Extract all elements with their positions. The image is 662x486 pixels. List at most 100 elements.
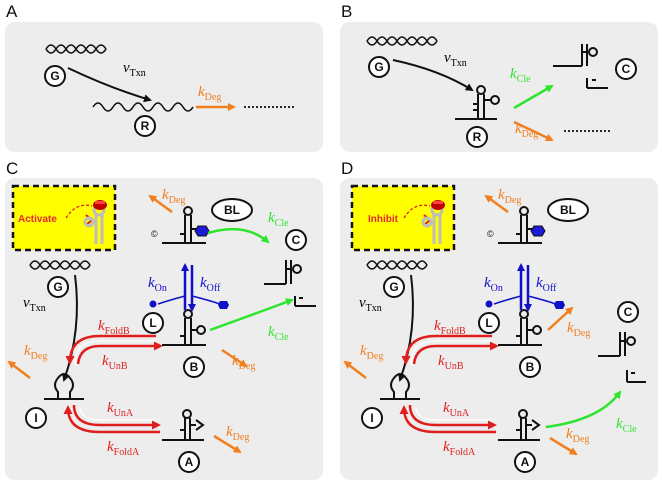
rate-kfoldb: kFoldB: [434, 318, 466, 337]
species-r-badge: R: [466, 126, 488, 148]
unfold-a-arrow: [408, 404, 497, 430]
fold-b-arrow: [65, 334, 156, 365]
species-r-label: R: [473, 130, 482, 144]
species-l-label: L: [485, 316, 492, 330]
panel-c: C Activate G vTxn: [5, 159, 323, 480]
aptamer-b-rna: [162, 309, 206, 346]
copyright-mark: ©: [151, 229, 158, 239]
species-b-label: B: [190, 360, 199, 374]
rate-kunb: kUnB: [102, 353, 128, 372]
species-bl-label: BL: [224, 203, 240, 217]
rate-koff: kOff: [200, 275, 221, 294]
species-g-label: G: [374, 60, 383, 74]
species-g-badge: G: [47, 276, 69, 298]
rate-kdeg: kDeg: [198, 84, 221, 103]
activate-inset: Activate: [11, 184, 117, 252]
panel-c-background: [5, 178, 323, 480]
transcription-arrow: [398, 274, 414, 382]
ligand-hex: [554, 301, 565, 309]
species-c-label: C: [622, 62, 631, 76]
dna-helix: [45, 44, 107, 54]
panel-a: A G vTxn R kDeg: [5, 2, 323, 152]
rate-kdeg-b: kDeg: [567, 320, 590, 339]
cleavage-arrow-b: [209, 298, 294, 332]
species-i-badge: I: [25, 407, 47, 429]
rate-kuna: kUnA: [443, 400, 470, 419]
rate-kdeg-b: kDeg: [232, 353, 255, 372]
cleavage-arrow-a: [545, 390, 622, 429]
intermediate-rna: [44, 373, 84, 400]
mrna-strand: [92, 102, 194, 112]
panel-d-letter: D: [341, 159, 353, 178]
cleaved-products: [553, 44, 608, 89]
ligand-hex: [218, 301, 229, 309]
rate-kon: kOn: [148, 275, 167, 294]
species-bl-label: BL: [560, 203, 576, 217]
species-g-badge: G: [44, 65, 66, 87]
panel-c-letter: C: [6, 159, 18, 178]
rate-kdeg-i: kDeg: [24, 343, 47, 362]
species-a-badge: A: [514, 451, 536, 473]
species-i-label: I: [34, 411, 37, 425]
transcription-arrow: [62, 274, 78, 382]
rate-kcle-a: kCle: [616, 416, 637, 435]
species-c-label: C: [624, 305, 633, 319]
unfold-b-arrow: [76, 341, 163, 365]
species-g-label: G: [50, 69, 59, 83]
aptamer-bl-rna: [162, 206, 206, 244]
rate-kdeg-bl: kDeg: [162, 187, 185, 206]
rate-kdeg-a: kDeg: [226, 424, 249, 443]
panel-b: B G vTxn R kCle kDeg: [340, 2, 658, 152]
degradation-arrow-a: [549, 436, 578, 456]
species-i-badge: I: [361, 407, 383, 429]
species-bl-badge: BL: [211, 198, 253, 222]
activate-label: Activate: [18, 214, 57, 225]
degradation-arrow-b: [221, 348, 248, 368]
rate-kdeg-bl: kDeg: [498, 187, 521, 206]
panel-d-background: [340, 178, 658, 480]
species-g-label: G: [53, 280, 62, 294]
ribozyme-rna: [455, 85, 500, 120]
species-l-label: L: [149, 316, 156, 330]
species-c-badge: C: [615, 58, 637, 80]
degradation-arrow-b: [547, 306, 574, 331]
intermediate-rna: [380, 373, 420, 400]
fold-a-arrow: [399, 405, 496, 434]
dna-helix: [366, 260, 428, 270]
species-b-badge: B: [183, 356, 205, 378]
rate-kfoldb: kFoldB: [98, 318, 130, 337]
panel-b-background: [340, 22, 658, 152]
species-c-label: C: [292, 233, 301, 247]
species-r-label: R: [141, 119, 150, 133]
copyright-mark: ©: [487, 229, 494, 239]
species-a-label: A: [521, 455, 530, 469]
rate-kfolda: kFoldA: [443, 439, 476, 458]
cleaved-products: [598, 332, 646, 383]
fold-a-arrow: [63, 405, 160, 434]
panel-a-background: [5, 22, 323, 152]
species-b-badge: B: [519, 356, 541, 378]
unfold-b-arrow: [412, 341, 499, 365]
species-l-badge: L: [478, 312, 500, 334]
degradation-arrow-a: [213, 434, 242, 454]
rate-kdeg-i: kDeg: [360, 343, 383, 362]
panel-d: D Inhibit G vTxn: [340, 159, 658, 480]
rate-kuna: kUnA: [107, 400, 134, 419]
degradation-arrow: [513, 120, 554, 142]
ligand-dot: [485, 300, 493, 308]
species-i-label: I: [370, 411, 373, 425]
cleavage-arrow: [513, 84, 554, 110]
unfold-a-arrow: [72, 404, 161, 430]
aptamer-bl-rna: [498, 206, 542, 244]
aptamer-a-rna: [162, 409, 205, 441]
bound-ligand: [530, 225, 546, 237]
rate-kcle: kCle: [510, 66, 531, 85]
dna-helix: [366, 36, 438, 46]
degradation-arrow-i: [7, 360, 31, 379]
species-bl-badge: BL: [547, 198, 589, 222]
rate-kdeg: kDeg: [515, 121, 538, 140]
rate-koff: kOff: [536, 275, 557, 294]
degradation-arrow-bl: [148, 194, 173, 214]
species-l-badge: L: [142, 312, 164, 334]
species-b-label: B: [526, 360, 535, 374]
